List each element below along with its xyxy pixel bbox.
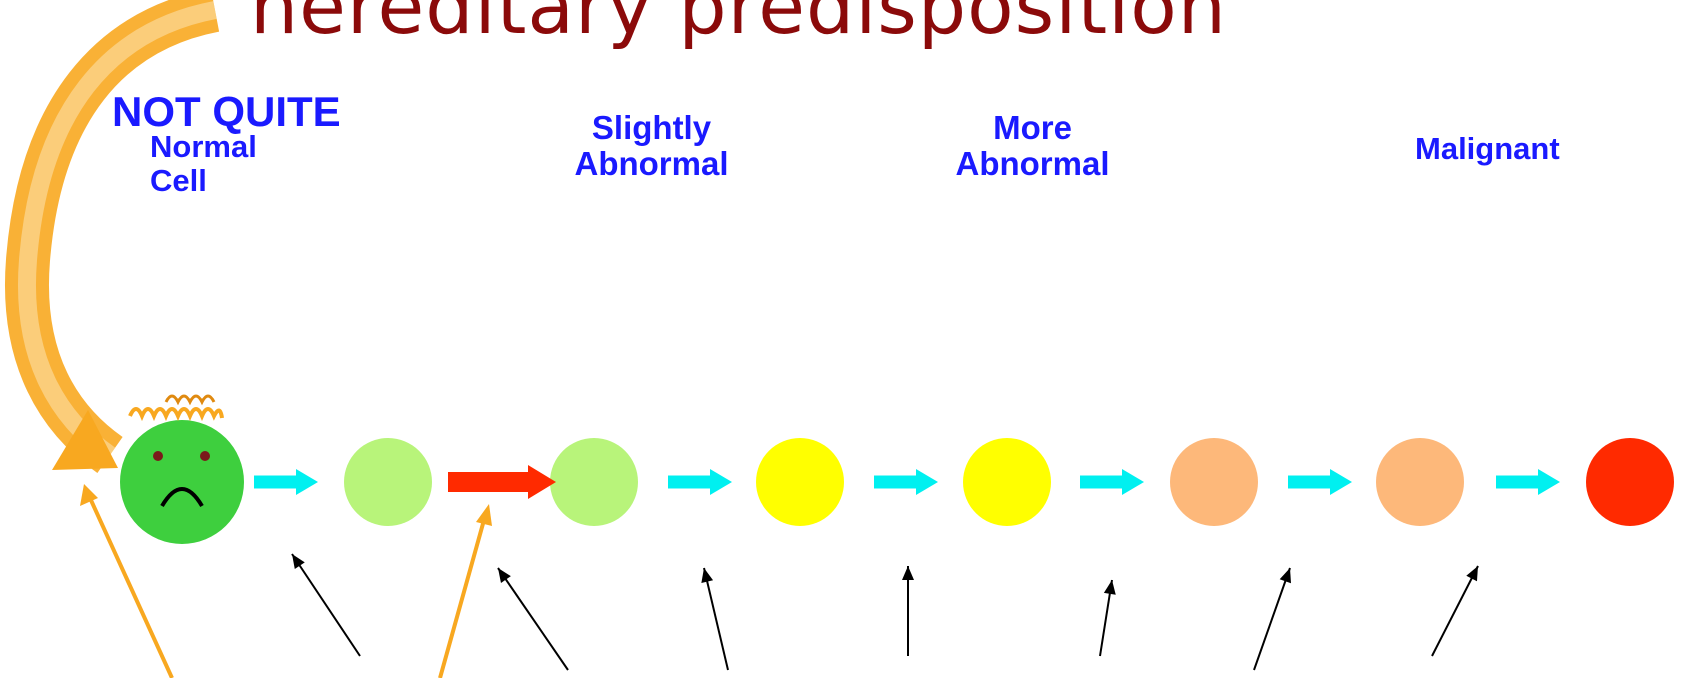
cell-8 bbox=[1586, 438, 1674, 526]
hereditary-line-2 bbox=[440, 520, 484, 678]
hereditary-curved-arrow bbox=[27, 10, 215, 470]
cell-3 bbox=[550, 438, 638, 526]
step-arrow-1 bbox=[254, 469, 318, 495]
step-arrows bbox=[254, 465, 1560, 499]
step-arrow-3 bbox=[668, 469, 732, 495]
normal-cell-sad bbox=[120, 420, 244, 544]
mutation-arrow-6 bbox=[1254, 568, 1291, 670]
mutation-arrow-3 bbox=[701, 568, 728, 670]
cell-5 bbox=[963, 438, 1051, 526]
step-arrow-6 bbox=[1288, 469, 1352, 495]
cell-2 bbox=[344, 438, 432, 526]
mutation-arrow-2 bbox=[498, 568, 568, 670]
hereditary-arrowhead-1 bbox=[80, 484, 98, 506]
step-arrow-4 bbox=[874, 469, 938, 495]
step-arrow-7 bbox=[1496, 469, 1560, 495]
mutation-arrow-1 bbox=[292, 554, 360, 656]
cell-6 bbox=[1170, 438, 1258, 526]
hereditary-arrowhead-2 bbox=[476, 504, 492, 526]
cell-7 bbox=[1376, 438, 1464, 526]
highlight-step-arrow bbox=[448, 465, 556, 499]
step-arrow-5 bbox=[1080, 469, 1144, 495]
mutation-arrow-4 bbox=[902, 566, 914, 656]
hair-icon bbox=[130, 396, 222, 418]
mutation-arrow-7 bbox=[1432, 566, 1478, 656]
mutation-arrow-5 bbox=[1100, 580, 1116, 656]
cell-4 bbox=[756, 438, 844, 526]
